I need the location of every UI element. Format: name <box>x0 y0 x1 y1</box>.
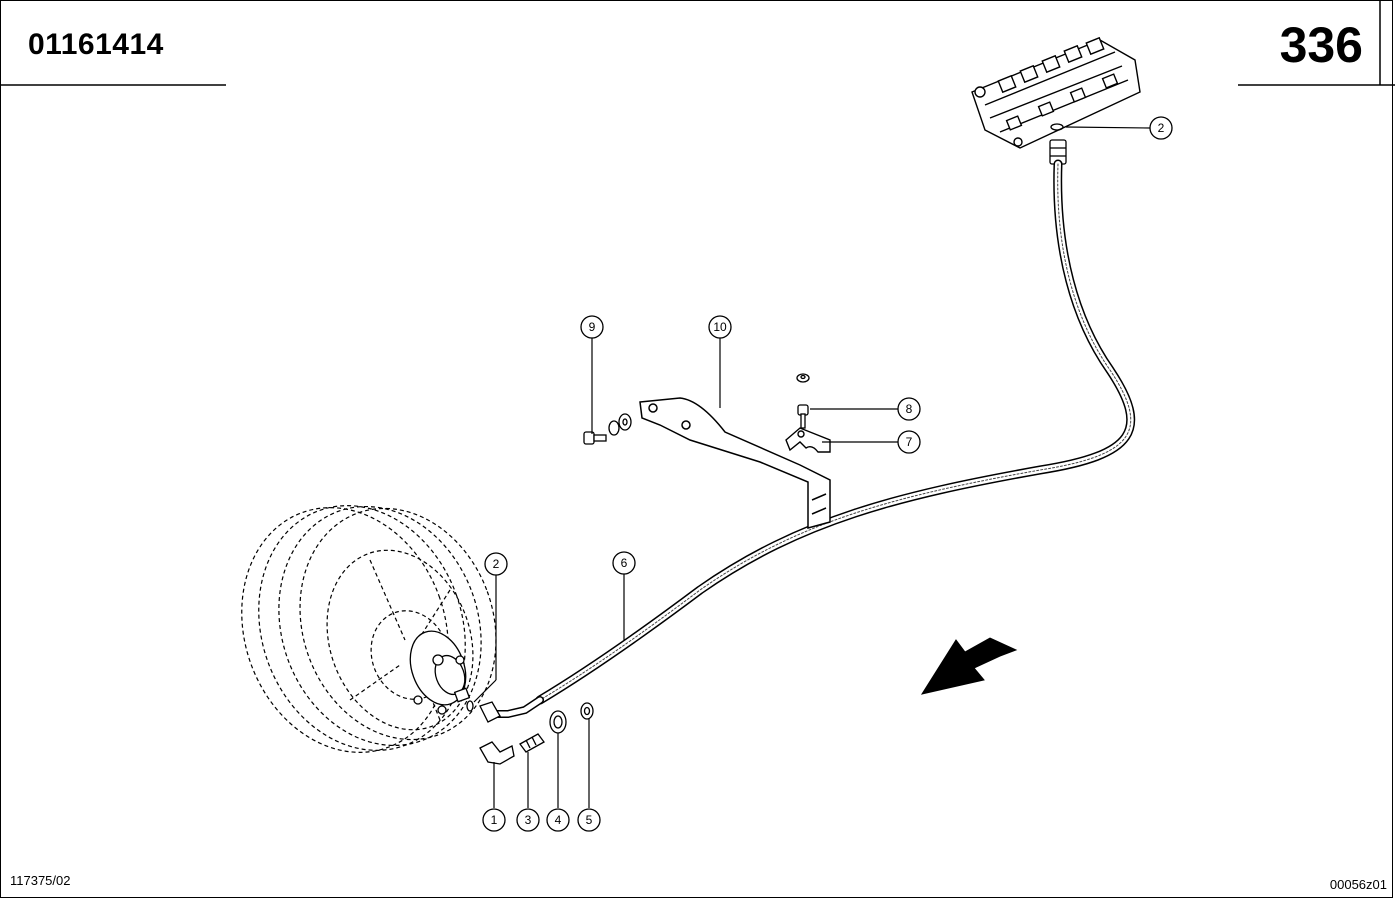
mounting-bracket <box>639 397 831 529</box>
callout-7: 7 <box>897 430 921 454</box>
callout-9: 9 <box>580 315 604 339</box>
o-ring-wheel <box>466 700 474 712</box>
wheel-assembly <box>241 505 497 753</box>
drawing-reference-code: 117375/02 <box>10 873 71 888</box>
hose-end-nut <box>479 701 501 723</box>
callout-5: 5 <box>577 808 601 832</box>
callout-3-label: 3 <box>525 813 532 827</box>
callout-2-wheel-label: 2 <box>493 557 500 571</box>
callout-5-label: 5 <box>586 813 593 827</box>
callout-2-top-label: 2 <box>1158 121 1165 135</box>
callout-2-top: 2 <box>1149 116 1173 140</box>
bracket-bolt-set <box>583 413 632 445</box>
callout-10: 10 <box>708 315 732 339</box>
callout-4: 4 <box>546 808 570 832</box>
wheel-hub <box>409 630 471 715</box>
callout-6-label: 6 <box>621 556 628 570</box>
callout-6: 6 <box>612 551 636 575</box>
cap-nut <box>580 702 594 720</box>
callout-9-label: 9 <box>589 320 596 334</box>
header-frame-lines <box>0 0 1395 86</box>
callout-1-label: 1 <box>491 813 498 827</box>
o-ring-top <box>1050 123 1064 131</box>
callout-3: 3 <box>516 808 540 832</box>
hydraulic-hose <box>490 159 1136 718</box>
callout-leaders <box>473 126 1151 808</box>
callout-4-label: 4 <box>555 813 562 827</box>
document-number: 01161414 <box>28 28 164 61</box>
control-valve-block <box>971 36 1141 149</box>
callout-1: 1 <box>482 808 506 832</box>
union-nut <box>549 710 567 734</box>
page-number: 336 <box>1279 17 1363 73</box>
image-reference-code: 00056z01 <box>1329 877 1387 892</box>
callout-2-wheel: 2 <box>484 552 508 576</box>
callout-10-label: 10 <box>713 320 727 334</box>
clamp-bolt <box>796 373 810 429</box>
direction-arrow <box>920 637 1018 695</box>
elbow-fitting <box>479 741 515 765</box>
adapter-fitting <box>519 733 545 753</box>
callout-8: 8 <box>897 397 921 421</box>
hose-clamp <box>785 427 831 453</box>
callout-8-label: 8 <box>906 402 913 416</box>
callout-7-label: 7 <box>906 435 913 449</box>
